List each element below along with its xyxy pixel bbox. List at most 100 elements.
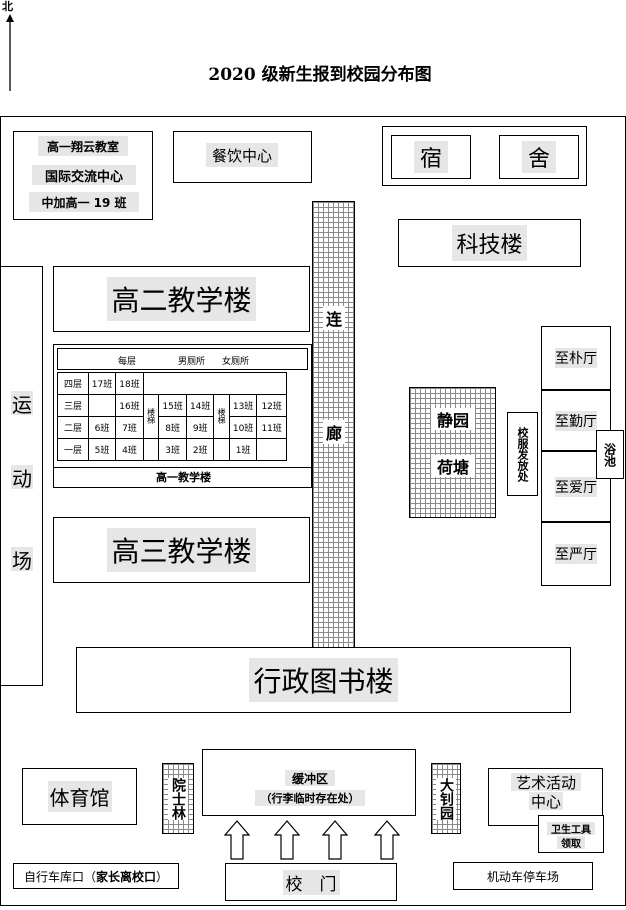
grade1-building[interactable]: 每层 男厕所 女厕所 四层 17班 18班 三层 16班 楼梯 15班 14班 …: [53, 344, 313, 488]
hall-zhiai[interactable]: 至爱厅: [541, 451, 611, 522]
class-cell[interactable]: 5班: [88, 438, 116, 461]
class-cell[interactable]: 10班: [228, 416, 258, 439]
bathhouse-label: 浴池: [602, 442, 617, 467]
dormitory-right[interactable]: 舍: [499, 135, 579, 179]
class-cell[interactable]: 4班: [115, 438, 144, 461]
class-cell[interactable]: [88, 394, 116, 417]
floor-label: 四层: [57, 372, 89, 395]
stair-right: 楼梯: [213, 394, 230, 439]
class-cell[interactable]: 2班: [185, 438, 215, 461]
hall-zhipu[interactable]: 至朴厅: [541, 326, 611, 390]
class-cell[interactable]: 1班: [228, 438, 258, 461]
grade3-building[interactable]: 高三教学楼: [53, 517, 310, 583]
floor-label: 二层: [57, 416, 89, 439]
intl-exchange-label: 国际交流中心: [32, 165, 136, 185]
vehicle-parking[interactable]: 机动车停车场: [453, 862, 593, 890]
header-female-restroom: 女厕所: [222, 357, 250, 367]
corridor-top-label: 连: [323, 306, 345, 330]
table-row: 四层 17班 18班: [57, 372, 287, 395]
tech-building[interactable]: 科技楼: [398, 219, 581, 267]
class-cell[interactable]: [256, 438, 287, 461]
sports-field[interactable]: 运 动 场: [0, 266, 43, 686]
stair-left: 楼梯: [142, 394, 160, 439]
north-arrow-icon: [2, 13, 18, 91]
header-male-restroom: 男厕所: [178, 357, 206, 367]
sports-field-char-3: 场: [11, 547, 33, 573]
entry-arrow-icon: [373, 820, 401, 860]
bike-garage-label-suffix: ）: [156, 869, 169, 884]
table-row: 三层 16班 楼梯 15班 14班 楼梯 13班 12班: [57, 394, 287, 439]
class-19-label: 中加高一 19 班: [29, 192, 139, 212]
academician-grove-label: 院士林: [168, 777, 188, 820]
academician-grove[interactable]: 院士林: [162, 763, 194, 834]
class-cell[interactable]: 8班: [158, 416, 187, 439]
jingyuan-pond[interactable]: 静园 荷塘: [409, 387, 496, 518]
dazhao-garden-label: 大钊园: [436, 777, 456, 820]
entry-arrow-icon: [321, 820, 349, 860]
entry-arrow-icon: [223, 820, 251, 860]
table-row: 二层 6班 7班 8班 9班 10班 11班: [57, 416, 287, 439]
tech-building-label: 科技楼: [452, 225, 527, 261]
grade3-building-label: 高三教学楼: [107, 528, 256, 572]
table-row: 一层 5班 4班 3班 2班 1班: [57, 438, 287, 461]
north-label: 北: [2, 0, 13, 13]
class-cell[interactable]: 7班: [115, 416, 144, 439]
dormitory-left[interactable]: 宿: [391, 135, 471, 179]
grade2-building[interactable]: 高二教学楼: [53, 266, 310, 332]
gymnasium-label: 体育馆: [47, 781, 112, 812]
class-cell[interactable]: 15班: [158, 394, 187, 417]
admin-library-building[interactable]: 行政图书楼: [76, 647, 571, 713]
dazhao-garden[interactable]: 大钊园: [431, 763, 461, 834]
hall-zhiyan[interactable]: 至严厅: [541, 522, 611, 586]
corridor-bottom-label: 廊: [323, 420, 345, 444]
class-cell[interactable]: 6班: [88, 416, 116, 439]
cleaning-tools-label-1: 卫生工具: [547, 822, 595, 836]
class-cell[interactable]: 14班: [185, 394, 215, 417]
vehicle-parking-label: 机动车停车场: [486, 869, 559, 884]
class-cell[interactable]: 18班: [115, 372, 144, 395]
uniform-distribution[interactable]: 校服发放处: [507, 412, 538, 496]
dining-center-label: 餐饮中心: [206, 143, 278, 167]
cleaning-tools-label-2: 领取: [557, 836, 585, 850]
hall-zhiyan-label: 至严厅: [555, 544, 597, 564]
buffer-zone-sublabel: （行李临时存在处）: [255, 790, 365, 806]
class-room-block[interactable]: 高一翔云教室 国际交流中心 中加高一 19 班: [13, 131, 153, 220]
floor-label: 一层: [57, 438, 89, 461]
class-cell[interactable]: 11班: [256, 416, 287, 439]
header-per-floor: 每层: [118, 357, 137, 367]
gymnasium[interactable]: 体育馆: [22, 768, 137, 825]
empty-cell: [213, 438, 230, 461]
art-center-label-1: 艺术活动: [511, 773, 581, 792]
empty-cell: [142, 438, 160, 461]
class-cell[interactable]: 12班: [256, 394, 287, 417]
class-cell[interactable]: 13班: [228, 394, 258, 417]
class-cell[interactable]: 17班: [88, 372, 116, 395]
pond-label: 荷塘: [431, 455, 475, 477]
buffer-zone-label: 缓冲区: [285, 770, 335, 786]
grade2-building-label: 高二教学楼: [107, 277, 256, 321]
class-cell[interactable]: 9班: [185, 416, 215, 439]
hall-zhiqin-label: 至勤厅: [555, 410, 597, 431]
school-gate[interactable]: 校 门: [225, 863, 397, 901]
cleaning-tools-pickup[interactable]: 卫生工具 领取: [538, 815, 604, 853]
buffer-zone[interactable]: 缓冲区 （行李临时存在处）: [202, 749, 416, 816]
page-title: 2020 级新生报到校园分布图: [208, 64, 432, 85]
entry-arrow-icon: [273, 820, 301, 860]
hall-zhiqin[interactable]: 至勤厅: [541, 390, 611, 451]
xiangyun-classroom-label: 高一翔云教室: [38, 136, 128, 156]
class-cell[interactable]: 16班: [115, 394, 144, 417]
dormitory-left-label: 宿: [413, 141, 448, 173]
uniform-distribution-label: 校服发放处: [516, 426, 529, 482]
hall-zhipu-label: 至朴厅: [555, 348, 597, 368]
bike-garage-label-prefix: 自行车库口（: [23, 869, 96, 884]
sports-field-char-1: 运: [11, 391, 33, 417]
class-cell[interactable]: 3班: [158, 438, 187, 461]
bathhouse[interactable]: 浴池: [596, 430, 624, 479]
corridor: 连 廊: [312, 201, 355, 648]
jingyuan-label: 静园: [431, 408, 475, 430]
dining-center[interactable]: 餐饮中心: [173, 131, 312, 183]
dormitory[interactable]: 宿 舍: [382, 126, 587, 186]
parent-exit-label: 家长离校口: [95, 869, 156, 884]
bike-garage-exit[interactable]: 自行车库口（家长离校口）: [13, 863, 179, 889]
admin-library-label: 行政图书楼: [249, 658, 398, 702]
